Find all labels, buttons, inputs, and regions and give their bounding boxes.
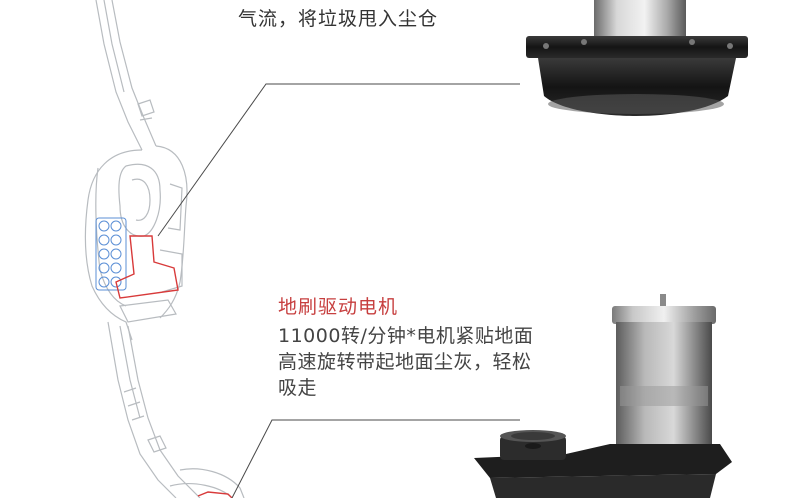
top-caption: 气流，将垃圾甩入尘仓 [238, 8, 439, 30]
feature-desc-line: 吸走 [278, 377, 318, 399]
cyclone-motor-image [526, 0, 748, 116]
brush-motor-image [474, 294, 732, 498]
feature-title: 地刷驱动电机 [278, 296, 399, 318]
feature-desc-line: 11000转/分钟*电机紧贴地面 [278, 325, 534, 347]
vacuum-outline-illustration [84, 0, 245, 498]
feature-desc-line: 高速旋转带起地面尘灰，轻松 [278, 351, 532, 373]
